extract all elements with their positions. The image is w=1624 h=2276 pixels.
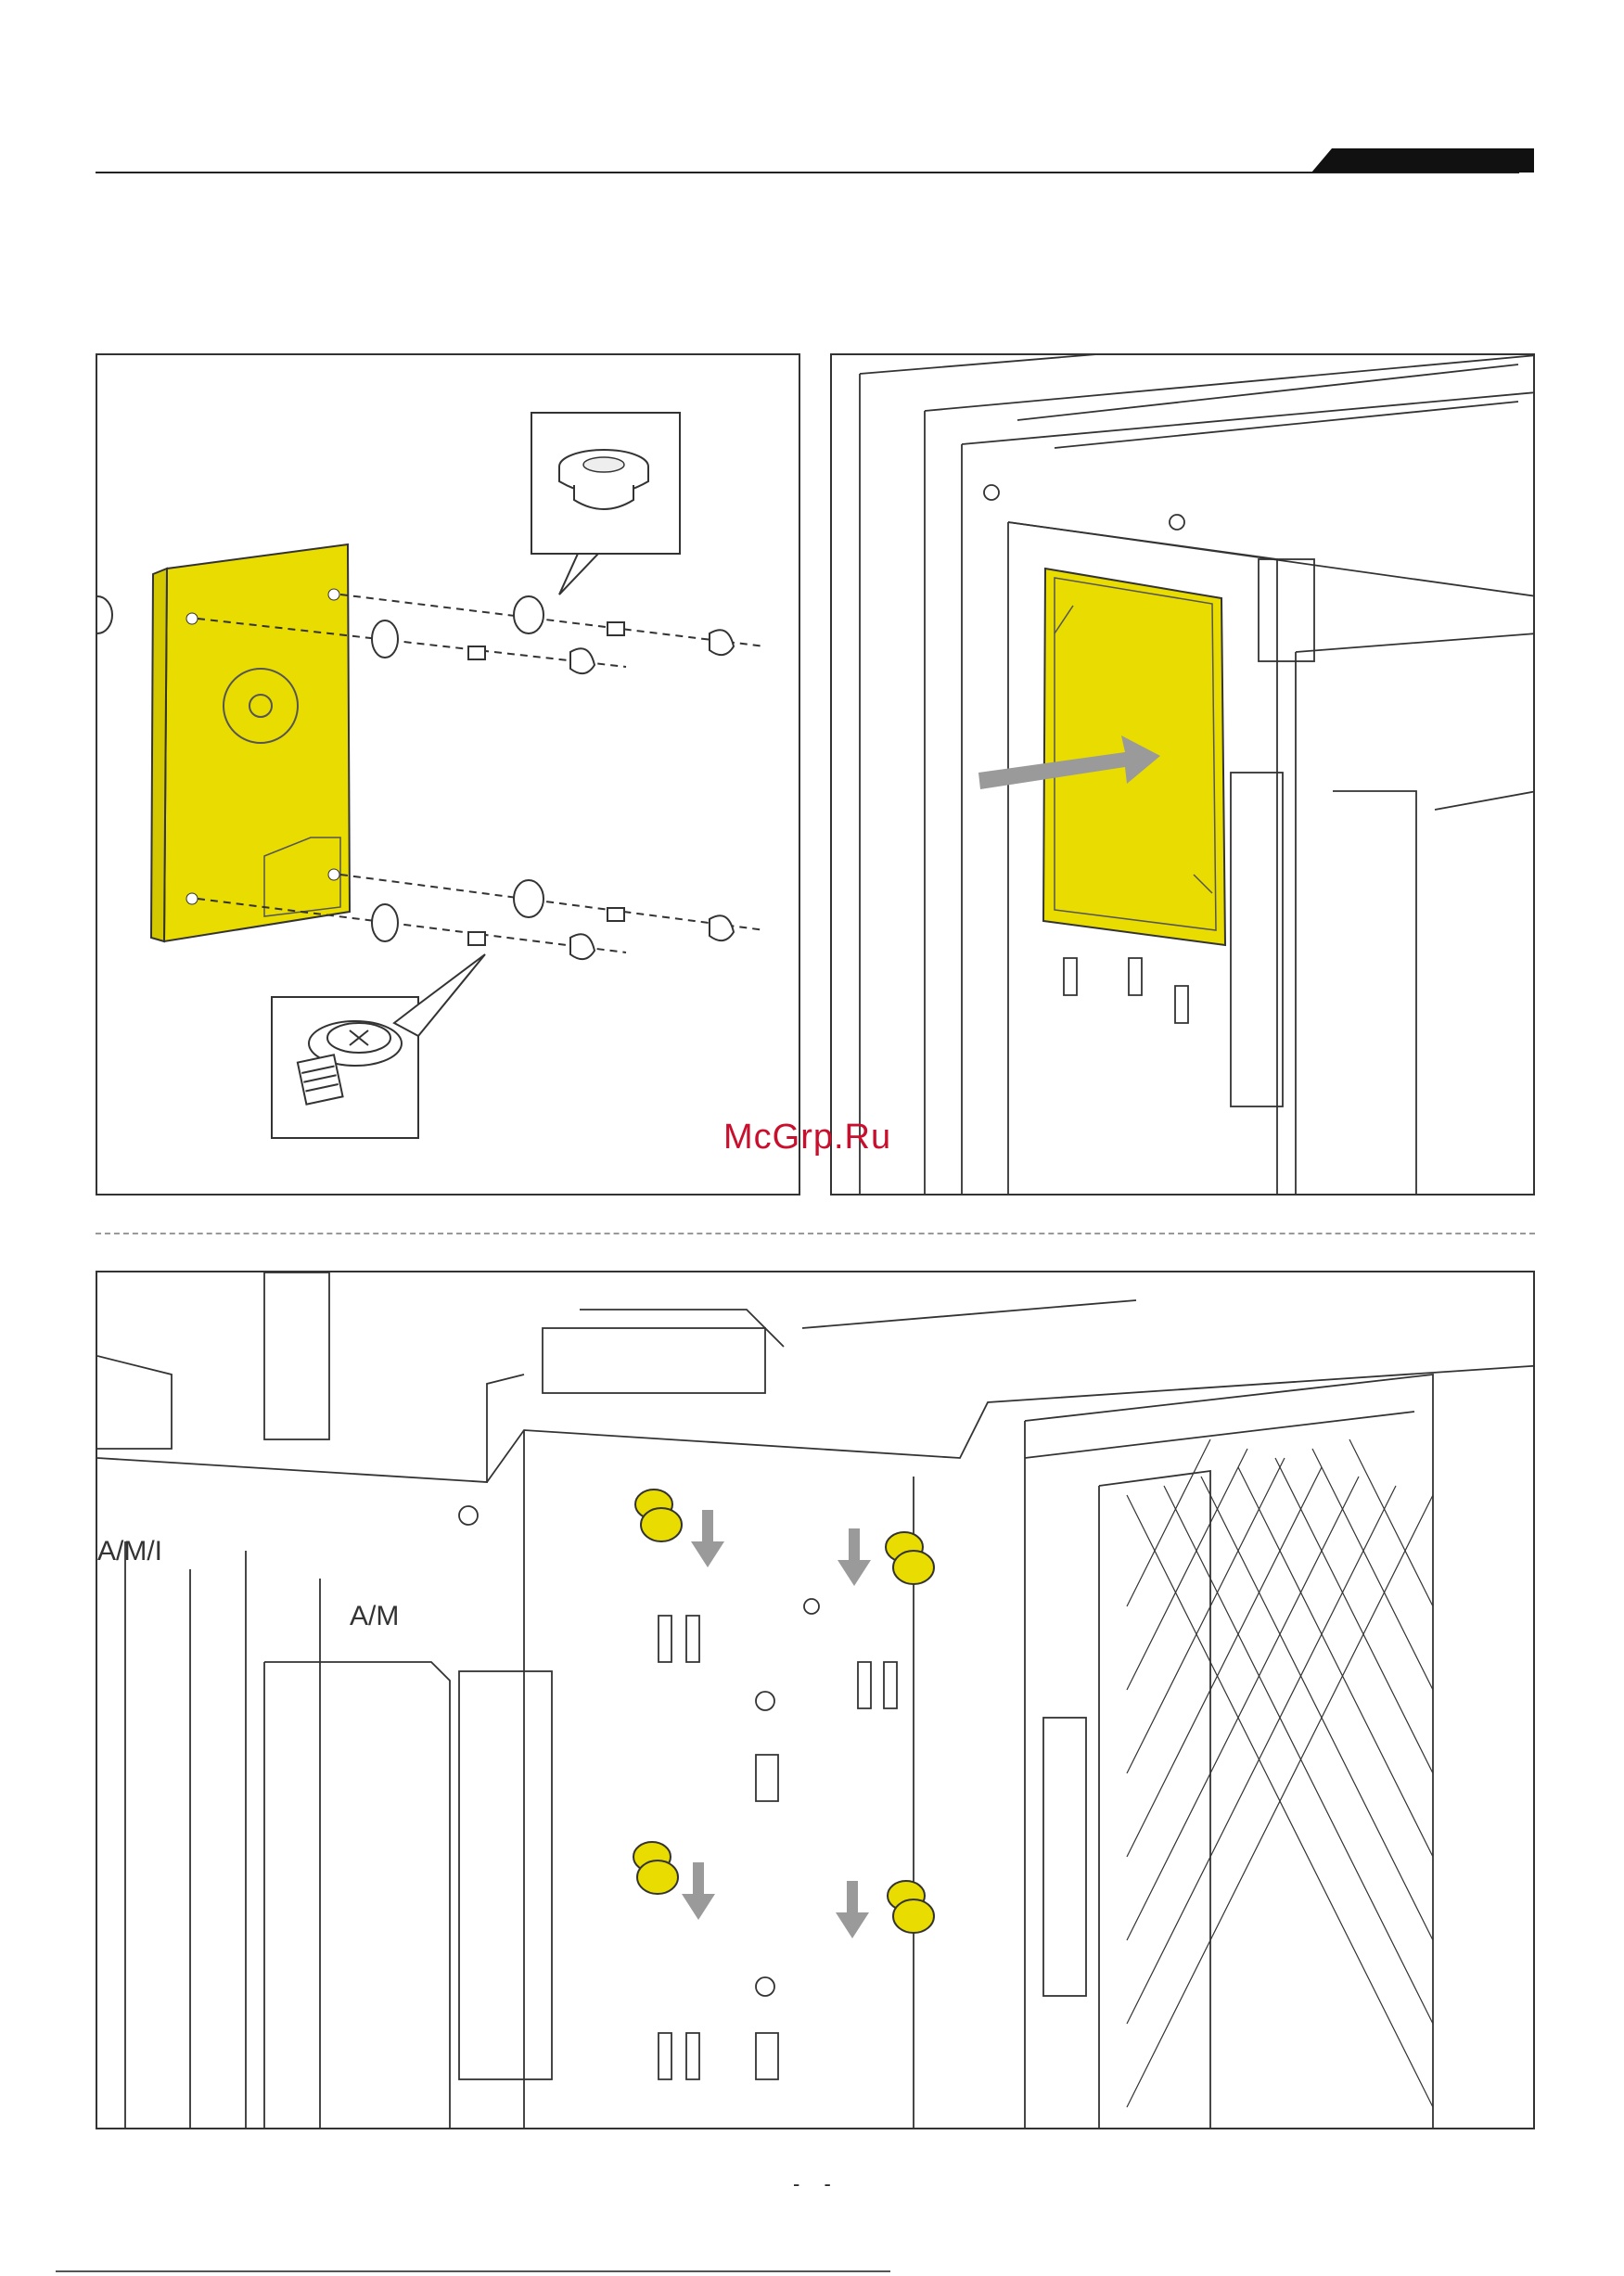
panel-drive-screws xyxy=(96,353,800,1196)
grommet-icon xyxy=(633,1490,934,1933)
panel-mount-drive: A/M/I A/M xyxy=(96,1271,1535,2129)
down-arrow-icon xyxy=(682,1510,871,1938)
watermark: McGrp.Ru xyxy=(723,1118,891,1157)
section-divider xyxy=(96,1233,1535,1234)
header-rule xyxy=(96,172,1519,173)
page-number: - - xyxy=(793,2172,840,2196)
label-a-m: A/M xyxy=(350,1601,399,1631)
drive-icon xyxy=(151,544,350,941)
label-a-m-i: A/M/I xyxy=(97,1536,162,1566)
header-tab xyxy=(1311,148,1534,173)
footer-rule xyxy=(56,2270,890,2272)
panel-insert-drive xyxy=(830,353,1535,1196)
